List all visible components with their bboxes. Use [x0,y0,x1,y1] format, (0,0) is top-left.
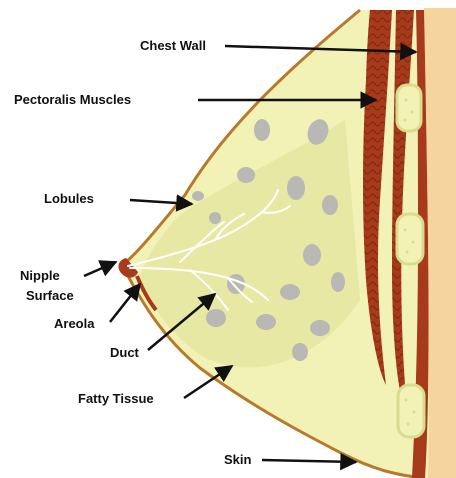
lobule [280,284,300,300]
lobule [303,244,321,266]
lobule [292,343,308,361]
lobule [192,191,204,201]
rib-upper [397,85,421,131]
lobule [256,314,276,330]
rib-middle [397,214,423,264]
label-fatty-tissue: Fatty Tissue [78,391,154,406]
lobule [322,195,338,215]
label-duct: Duct [110,345,140,360]
lobule [254,119,270,141]
label-pectoralis-muscles: Pectoralis Muscles [14,92,131,107]
label-lobules: Lobules [44,191,94,206]
lobule [310,320,330,336]
lobule [206,309,226,327]
label-areola: Areola [54,316,95,331]
lobule [331,272,345,292]
label-nipple: Nipple [20,268,60,283]
lobule [237,167,255,183]
lobule [287,176,305,200]
lobule [209,212,221,224]
label-chest-wall: Chest Wall [140,38,206,53]
arrow-skin [262,460,356,462]
arrow-nipple [84,262,116,276]
arrow-areola [110,284,140,322]
label-skin: Skin [224,452,252,467]
label-surface: Surface [26,288,74,303]
rib-lower [398,385,424,437]
